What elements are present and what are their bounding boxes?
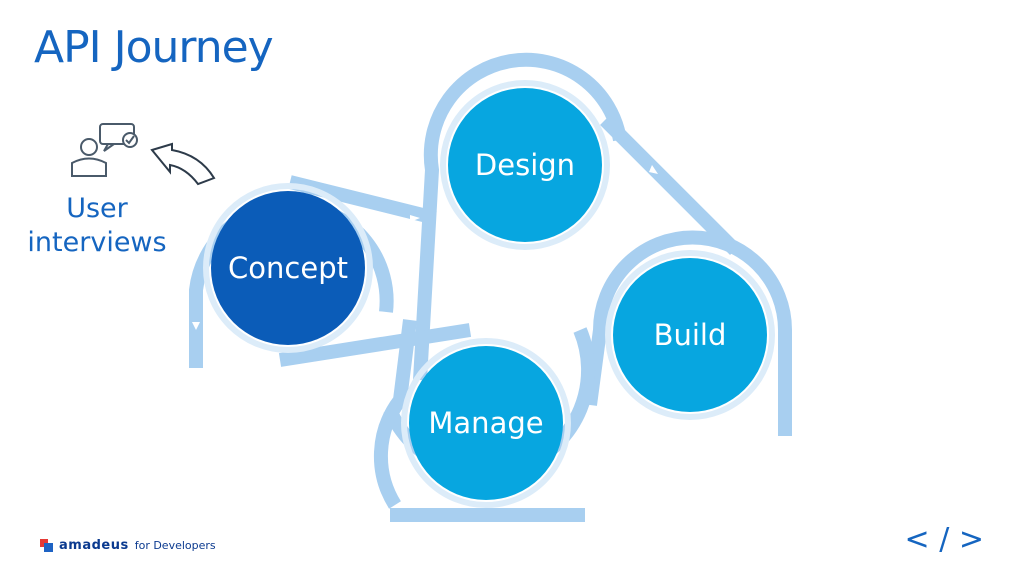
slide-title: API Journey — [34, 22, 274, 73]
design-node — [448, 88, 602, 242]
belt-concept-to-manage — [278, 323, 472, 367]
manage-node — [409, 346, 563, 500]
user-interviews-label: User interviews — [27, 193, 167, 258]
belt-design-to-build — [600, 115, 740, 255]
sketch-arrow-icon — [150, 142, 216, 186]
amadeus-logo-icon — [40, 539, 53, 552]
belt-build-loop — [583, 230, 792, 436]
arrow-icon — [410, 215, 420, 222]
build-halo — [605, 250, 775, 420]
design-label: Design — [475, 148, 575, 182]
belt-manage-left — [373, 319, 417, 509]
brand-name: amadeus — [59, 538, 129, 553]
build-node — [613, 258, 767, 412]
code-symbol-icon: < / > — [904, 522, 984, 557]
footer-logo: amadeus for Developers — [40, 538, 216, 553]
arrow-icon — [192, 322, 200, 330]
concept-label: Concept — [228, 251, 348, 285]
concept-halo — [203, 183, 373, 353]
concept-node — [211, 191, 365, 345]
build-label: Build — [654, 318, 727, 352]
design-halo — [440, 80, 610, 250]
user-chat-icon — [71, 123, 138, 177]
brand-sub: for Developers — [134, 539, 216, 552]
manage-label: Manage — [428, 406, 543, 440]
arrow-icon — [649, 165, 658, 174]
manage-halo — [401, 338, 571, 508]
belt-design-loop — [413, 52, 627, 381]
belt-arrows — [192, 165, 658, 330]
